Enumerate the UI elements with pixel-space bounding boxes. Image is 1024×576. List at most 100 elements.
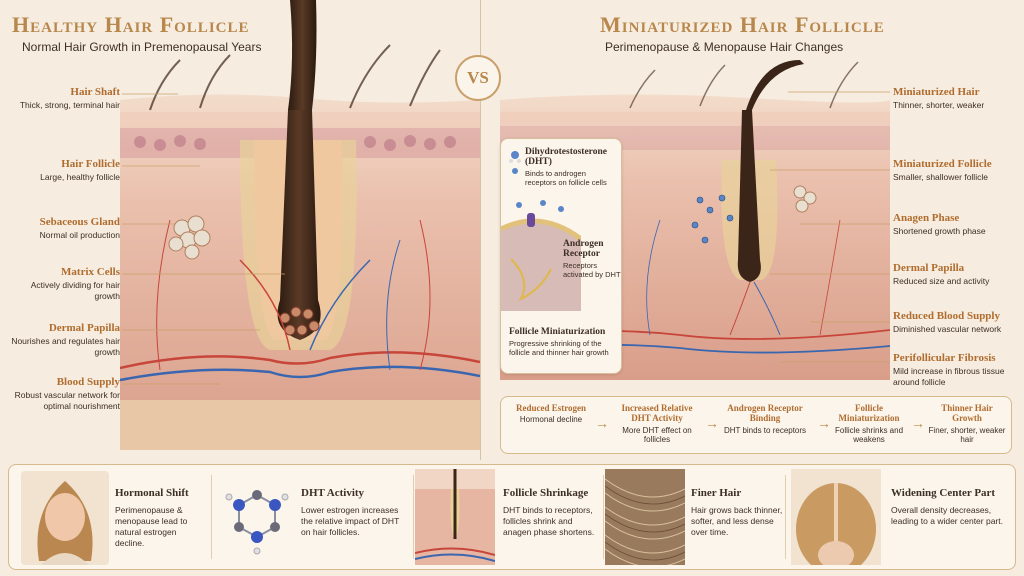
right-subtitle: Perimenopause & Menopause Hair Changes xyxy=(605,40,844,54)
label-heading: Hair Follicle xyxy=(61,158,120,170)
arrow-right-icon: → xyxy=(817,417,831,432)
label-desc: Thinner, shorter, weaker xyxy=(893,100,985,110)
right-title: Miniaturized Hair Follicle xyxy=(600,12,885,37)
label-desc: Reduced size and activity xyxy=(893,276,990,286)
label-heading: Hair Shaft xyxy=(70,86,120,98)
follicle-shrinkage-thumbnail xyxy=(415,469,495,565)
left-subtitle: Normal Hair Growth in Premenopausal Year… xyxy=(22,40,262,54)
label-miniaturized-hair: Miniaturized Hair Thinner, shorter, weak… xyxy=(893,86,1018,111)
arrow-right-icon: → xyxy=(911,417,925,432)
label-heading: Matrix Cells xyxy=(61,266,120,278)
flow-step-heading: Follicle Miniaturization xyxy=(838,403,900,424)
card-title: Hormonal Shift xyxy=(115,487,189,499)
label-dermal-papilla: Dermal Papilla Nourishes and regulates h… xyxy=(10,322,120,357)
flow-step-thinner-hair: Thinner Hair Growth Finer, shorter, weak… xyxy=(927,403,1007,445)
label-anagen-phase: Anagen Phase Shortened growth phase xyxy=(893,212,1018,237)
miniaturization-title: Follicle Miniaturization xyxy=(509,327,606,337)
flow-step-desc: Finer, shorter, weaker hair xyxy=(928,425,1006,445)
arrow-right-icon: → xyxy=(595,417,609,432)
card-desc: Hair grows back thinner, softer, and les… xyxy=(691,505,783,538)
miniaturization-desc: Progressive shrinking of the follicle an… xyxy=(509,339,609,358)
card-follicle-shrinkage: Follicle Shrinkage DHT binds to receptor… xyxy=(415,465,603,569)
flow-step-desc: DHT binds to receptors xyxy=(723,425,807,435)
flow-step-heading: Androgen Receptor Binding xyxy=(727,403,803,424)
flow-step-miniaturization: Follicle Miniaturization Follicle shrink… xyxy=(829,403,909,445)
label-hair-shaft: Hair Shaft Thick, strong, terminal hair xyxy=(10,86,120,111)
panel-divider xyxy=(480,0,481,460)
label-desc: Diminished vascular network xyxy=(893,324,1002,334)
label-desc: Shortened growth phase xyxy=(893,226,986,236)
flow-step-desc: Follicle shrinks and weakens xyxy=(834,425,904,445)
card-divider xyxy=(603,475,604,559)
flow-step-receptor-binding: Androgen Receptor Binding DHT binds to r… xyxy=(717,403,813,435)
label-reduced-blood-supply: Reduced Blood Supply Diminished vascular… xyxy=(893,310,1018,335)
right-leader-lines xyxy=(770,91,890,363)
summary-cards: Hormonal Shift Perimenopause & menopause… xyxy=(8,464,1016,570)
card-divider xyxy=(785,475,786,559)
vs-badge: VS xyxy=(455,55,501,101)
label-heading: Dermal Papilla xyxy=(893,262,965,274)
healthy-follicle-illustration xyxy=(120,0,480,450)
center-part-thumbnail xyxy=(791,469,881,565)
label-desc: Mild increase in fibrous tissue around f… xyxy=(893,366,1005,387)
card-desc: DHT binds to receptors, follicles shrink… xyxy=(503,505,595,538)
label-heading: Dermal Papilla xyxy=(48,322,120,334)
receptor-desc: Receptors activated by DHT xyxy=(563,261,621,280)
card-desc: Perimenopause & menopause lead to natura… xyxy=(115,505,188,549)
card-dht-activity: DHT Activity Lower estrogen increases th… xyxy=(213,465,413,569)
card-hormonal-shift: Hormonal Shift Perimenopause & menopause… xyxy=(9,465,209,569)
card-title: Follicle Shrinkage xyxy=(503,487,589,499)
label-heading: Miniaturized Hair xyxy=(893,86,980,98)
hair-texture-thumbnail xyxy=(605,469,685,565)
card-divider xyxy=(413,475,414,559)
flow-step-reduced-estrogen: Reduced Estrogen Hormonal decline xyxy=(509,403,593,425)
label-heading: Reduced Blood Supply xyxy=(893,310,1000,322)
dht-desc: Binds to androgen receptors on follicle … xyxy=(525,169,607,188)
label-matrix-cells: Matrix Cells Actively dividing for hair … xyxy=(10,266,120,301)
process-flow: Reduced Estrogen Hormonal decline → Incr… xyxy=(500,396,1012,454)
woman-portrait-icon xyxy=(21,471,109,565)
dht-callout: Dihydrotestosterone (DHT) Binds to andro… xyxy=(500,138,622,374)
card-title: Widening Center Part xyxy=(891,487,996,499)
card-divider xyxy=(211,475,212,559)
label-heading: Anagen Phase xyxy=(893,212,960,224)
card-desc: Overall density decreases, leading to a … xyxy=(891,505,1003,527)
dht-molecule-icon xyxy=(509,151,521,174)
molecule-icon xyxy=(225,490,289,555)
healthy-follicle-panel: Healthy Hair Follicle Normal Hair Growth… xyxy=(0,0,480,460)
card-desc: Lower estrogen increases the relative im… xyxy=(301,505,400,538)
left-title: Healthy Hair Follicle xyxy=(12,12,250,37)
label-perifollicular-fibrosis: Perifollicular Fibrosis Mild increase in… xyxy=(893,352,1018,387)
arrow-right-icon: → xyxy=(705,417,719,432)
label-heading: Perifollicular Fibrosis xyxy=(893,352,996,364)
label-desc: Normal oil production xyxy=(39,230,120,240)
card-finer-hair: Finer Hair Hair grows back thinner, soft… xyxy=(605,465,785,569)
label-heading: Blood Supply xyxy=(56,376,120,388)
left-leader-lines xyxy=(122,93,285,385)
flow-step-desc: Hormonal decline xyxy=(519,415,583,425)
label-desc: Nourishes and regulates hair growth xyxy=(11,336,120,357)
dht-title: Dihydrotestosterone (DHT) xyxy=(525,147,607,167)
card-title: DHT Activity xyxy=(301,487,365,499)
label-dermal-papilla-mini: Dermal Papilla Reduced size and activity xyxy=(893,262,1018,287)
card-title: Finer Hair xyxy=(691,487,742,499)
label-miniaturized-follicle: Miniaturized Follicle Smaller, shallower… xyxy=(893,158,1018,183)
label-blood-supply: Blood Supply Robust vascular network for… xyxy=(10,376,120,411)
label-desc: Robust vascular network for optimal nour… xyxy=(14,390,120,411)
cell-membrane-illustration xyxy=(501,200,581,311)
label-desc: Thick, strong, terminal hair xyxy=(19,100,120,110)
label-heading: Sebaceous Gland xyxy=(39,216,120,228)
receptor-title: Androgen Receptor xyxy=(563,239,604,259)
flow-step-heading: Thinner Hair Growth xyxy=(941,403,993,424)
flow-step-dht-activity: Increased Relative DHT Activity More DHT… xyxy=(611,403,703,445)
flow-step-heading: Reduced Estrogen xyxy=(515,403,587,413)
label-hair-follicle: Hair Follicle Large, healthy follicle xyxy=(10,158,120,183)
label-sebaceous-gland: Sebaceous Gland Normal oil production xyxy=(10,216,120,241)
label-desc: Smaller, shallower follicle xyxy=(893,172,988,182)
flow-step-desc: More DHT effect on follicles xyxy=(622,425,692,445)
label-heading: Miniaturized Follicle xyxy=(893,158,992,170)
card-widening-part: Widening Center Part Overall density dec… xyxy=(787,465,1015,569)
label-desc: Actively dividing for hair growth xyxy=(30,280,120,301)
label-desc: Large, healthy follicle xyxy=(40,172,120,182)
